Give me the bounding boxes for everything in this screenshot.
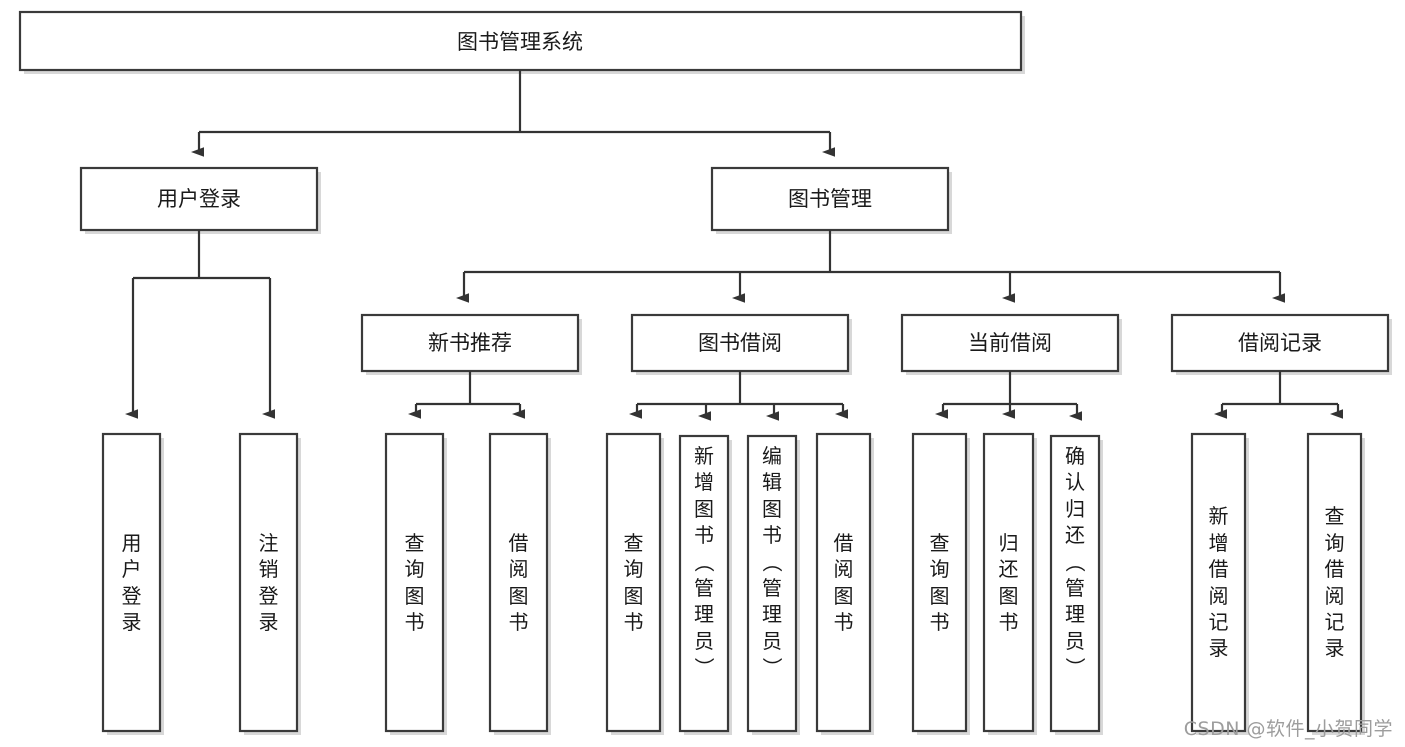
leaf-add-borrow-record[interactable] <box>1190 432 1249 735</box>
node-book-borrow[interactable]: 图书借阅 <box>630 313 852 375</box>
leaf-return-book[interactable] <box>982 432 1037 735</box>
leaf-query-book-recommend[interactable] <box>384 432 447 735</box>
leaf-borrow-book-borrow[interactable] <box>815 432 874 735</box>
node-user-login[interactable]: 用户登录 <box>79 166 321 234</box>
leaf-user-login[interactable] <box>101 432 164 735</box>
connector-user-login-to-leaves <box>125 230 275 419</box>
leaf-edit-book-admin[interactable] <box>746 434 800 735</box>
leaf-query-book-borrow[interactable] <box>605 432 664 735</box>
connector-book-management-to-level3 <box>456 230 1285 303</box>
connector-new-book-recommend-to-leaves <box>408 371 525 419</box>
node-new-book-recommend-label: 新书推荐 <box>428 331 512 355</box>
node-current-borrow-label: 当前借阅 <box>968 331 1052 355</box>
watermark-text: CSDN @软件_小贺同学 <box>1183 718 1393 740</box>
node-root-system[interactable]: 图书管理系统 <box>18 10 1025 74</box>
node-borrow-record[interactable]: 借阅记录 <box>1170 313 1392 375</box>
leaf-add-book-admin[interactable] <box>678 434 732 735</box>
leaf-query-book-current[interactable] <box>911 432 970 735</box>
leaf-query-borrow-record[interactable] <box>1306 432 1365 735</box>
leaf-logout-login[interactable] <box>238 432 301 735</box>
node-new-book-recommend[interactable]: 新书推荐 <box>360 313 582 375</box>
node-borrow-record-label: 借阅记录 <box>1238 331 1322 355</box>
node-book-management-label: 图书管理 <box>788 187 872 211</box>
connector-borrow-record-to-leaves <box>1214 371 1343 419</box>
leaf-borrow-book-recommend[interactable] <box>488 432 551 735</box>
node-book-borrow-label: 图书借阅 <box>698 331 782 355</box>
node-root-system-label: 图书管理系统 <box>457 30 583 54</box>
node-user-login-label: 用户登录 <box>157 187 241 211</box>
node-current-borrow[interactable]: 当前借阅 <box>900 313 1122 375</box>
connector-book-borrow-to-leaves <box>629 371 848 421</box>
connector-current-borrow-to-leaves <box>935 371 1082 421</box>
leaf-confirm-return-admin[interactable] <box>1049 434 1103 735</box>
connector-root-to-level2 <box>191 70 835 157</box>
node-book-management[interactable]: 图书管理 <box>710 166 952 234</box>
